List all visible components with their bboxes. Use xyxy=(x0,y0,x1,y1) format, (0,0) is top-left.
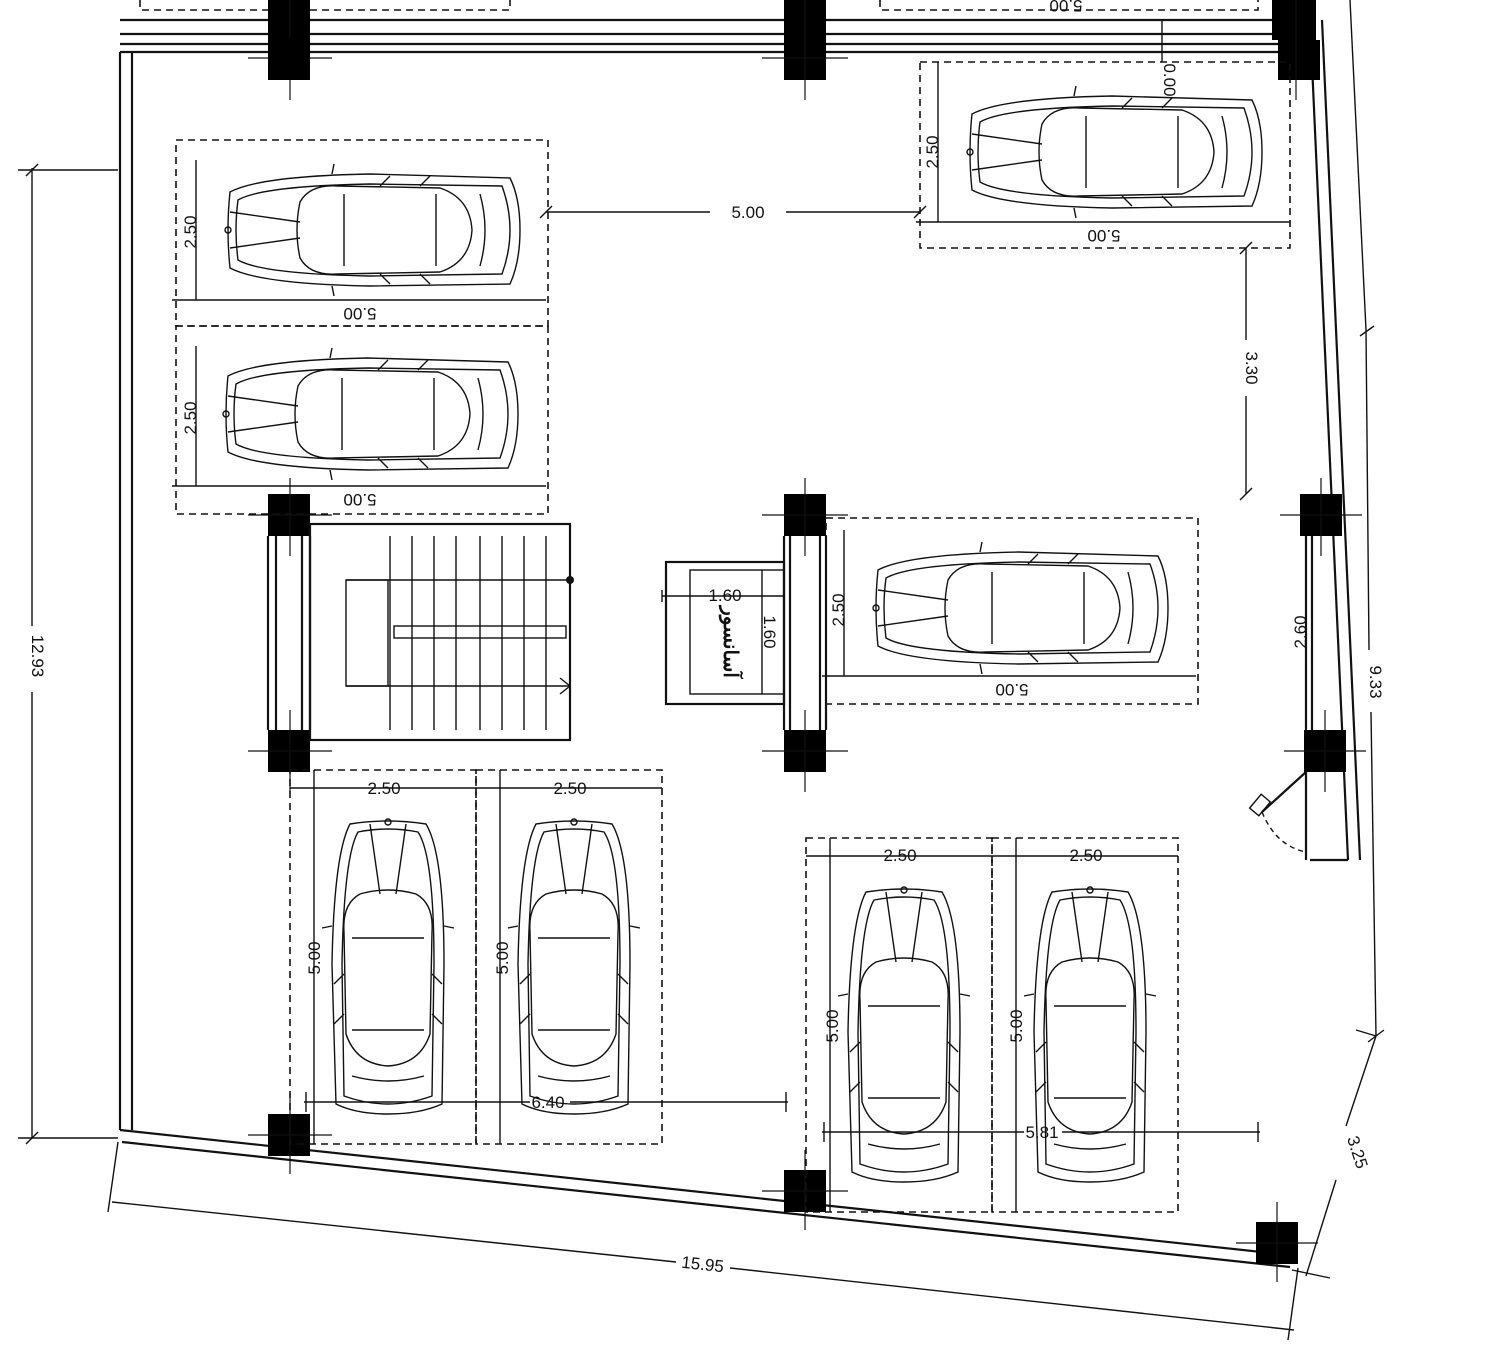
space-width-dim: 2.50 xyxy=(883,846,916,865)
car-icon xyxy=(837,886,971,1183)
parking-space: 2.50 5.00 xyxy=(172,139,549,327)
parking-space: 2.50 5.00 xyxy=(991,837,1179,1213)
overall-left-dimension: 12.93 xyxy=(18,163,118,1145)
space-length-dim: 5.00 xyxy=(343,490,376,509)
svg-text:5.00: 5.00 xyxy=(731,203,764,222)
column xyxy=(1272,0,1320,100)
column xyxy=(248,710,332,792)
structural-columns xyxy=(248,0,1366,1282)
column xyxy=(762,0,848,100)
partial-space-top-right xyxy=(879,0,1259,11)
overall-bottom-dimension: 15.95 xyxy=(107,1141,1299,1341)
column xyxy=(248,0,332,100)
column xyxy=(762,1150,848,1230)
right-side-lower-dimension: 3.25 xyxy=(1291,1029,1377,1279)
space-length-dim: 5.00 xyxy=(1087,226,1120,245)
space-width-dim: 2.50 xyxy=(367,779,400,798)
parking-space: 2.50 5.00 xyxy=(822,517,1199,705)
elevator: 1.60 1.60 آسانسور xyxy=(661,560,786,706)
elevator-label: آسانسور xyxy=(718,604,744,679)
column xyxy=(248,478,332,556)
svg-text:9.33: 9.33 xyxy=(1366,665,1385,698)
top-beam xyxy=(120,18,1310,54)
svg-text:0.00: 0.00 xyxy=(1160,63,1179,96)
door xyxy=(1248,771,1307,853)
elevator-depth-dim: 1.60 xyxy=(760,615,779,648)
space-width-dim: 2.50 xyxy=(829,593,848,626)
svg-text:2.60: 2.60 xyxy=(1291,615,1310,648)
space-length-dim: 5.00 xyxy=(995,680,1028,699)
car-icon xyxy=(507,818,641,1115)
car-icon xyxy=(321,818,455,1115)
space-length-dim: 5.00 xyxy=(343,304,376,323)
car-icon xyxy=(222,347,519,481)
space-width-dim: 2.50 xyxy=(1069,846,1102,865)
column xyxy=(762,710,848,792)
bottom-right-span-dimension: 5.81 xyxy=(822,1122,1260,1142)
column xyxy=(1280,478,1362,556)
stair-walls xyxy=(266,536,828,730)
space-length-dim: 5.00 xyxy=(305,941,324,974)
top-right-gap-dimension: 0.00 xyxy=(1160,20,1179,97)
right-gap-dimension: 3.30 xyxy=(1239,241,1261,501)
space-width-dim: 2.50 xyxy=(181,401,200,434)
space-length-dim: 5.00 xyxy=(493,941,512,974)
svg-text:5.81: 5.81 xyxy=(1025,1123,1058,1142)
space-width-dim: 2.50 xyxy=(923,135,942,168)
partial-space-top-left xyxy=(139,0,511,11)
svg-text:15.95: 15.95 xyxy=(680,1253,724,1277)
bottom-left-span-dimension: 6.40 xyxy=(304,1092,788,1112)
parking-space: 2.50 5.00 xyxy=(475,769,663,1145)
staircase xyxy=(308,522,574,742)
space-length-dim: 5.00 xyxy=(823,1009,842,1042)
parking-space: 2.50 5.00 xyxy=(172,325,549,515)
space-width-dim: 2.50 xyxy=(181,215,200,248)
column xyxy=(762,478,848,556)
svg-text:6.40: 6.40 xyxy=(531,1093,564,1112)
top-partial-dim: 5.00 xyxy=(1049,0,1082,15)
right-opening-dimension: 2.60 xyxy=(1291,536,1310,730)
svg-text:3.25: 3.25 xyxy=(1343,1134,1371,1171)
parking-space: 2.50 5.00 xyxy=(916,61,1291,249)
aisle-width-dimension: 5.00 xyxy=(539,203,927,222)
column xyxy=(1284,710,1366,792)
car-icon xyxy=(224,163,521,297)
right-side-upper-dimension: 9.33 xyxy=(1349,0,1385,1043)
space-length-dim: 5.00 xyxy=(1007,1009,1026,1042)
parking-space: 2.50 5.00 xyxy=(805,837,993,1213)
parking-space: 2.50 5.00 xyxy=(289,769,477,1145)
svg-text:3.30: 3.30 xyxy=(1242,351,1261,384)
elevator-width-dim: 1.60 xyxy=(708,586,741,605)
space-width-dim: 2.50 xyxy=(553,779,586,798)
car-icon xyxy=(872,541,1169,675)
svg-text:12.93: 12.93 xyxy=(28,635,47,678)
car-icon xyxy=(966,85,1263,219)
column xyxy=(1236,1202,1318,1282)
